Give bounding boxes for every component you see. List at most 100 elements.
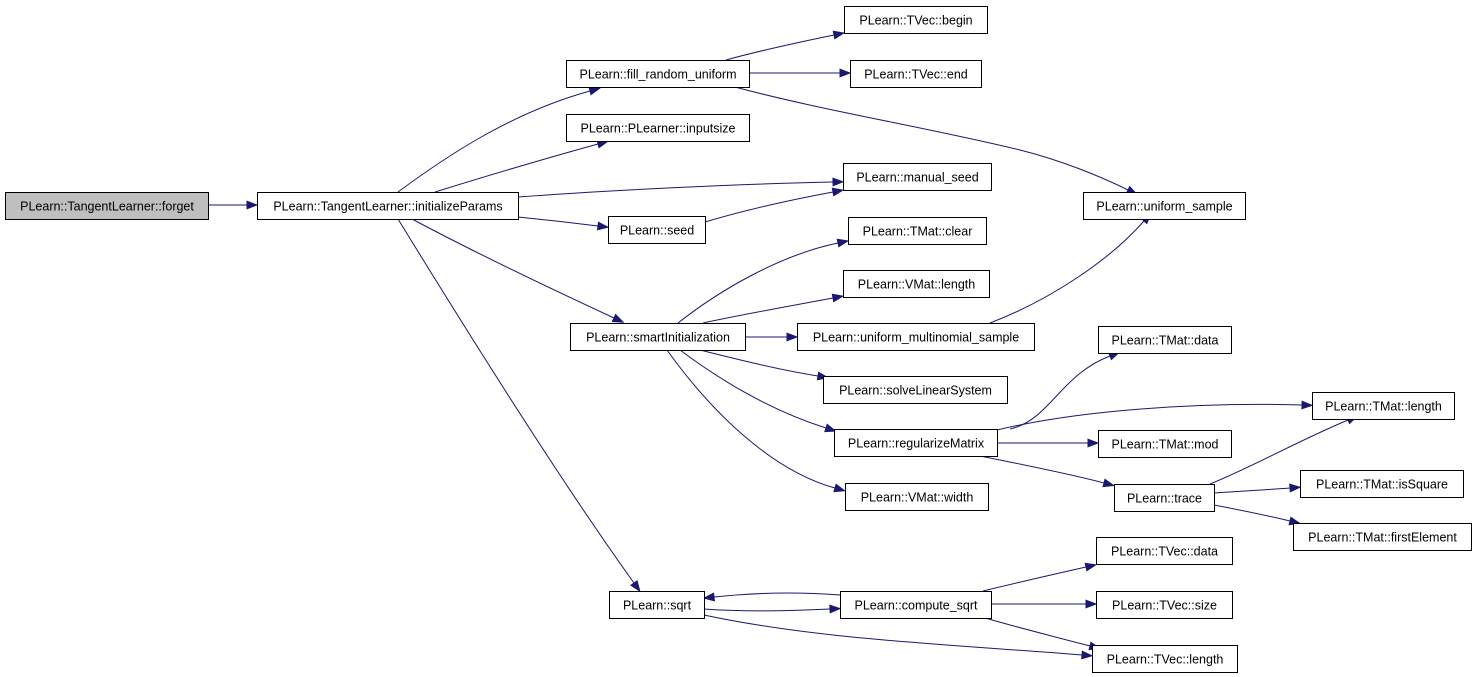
edge-line <box>996 403 1303 431</box>
edge-initializeParams-to-seed <box>517 216 610 231</box>
arrow-head-icon <box>1084 562 1098 572</box>
node-compute_sqrt[interactable]: PLearn::compute_sqrt <box>840 591 992 619</box>
arrow-head-icon <box>831 293 845 303</box>
edge-regularizeMatrix-to-trace <box>979 455 1116 488</box>
node-box <box>843 163 992 191</box>
edge-line <box>713 592 841 598</box>
edge-line <box>517 216 599 227</box>
edge-compute_sqrt-to-sqrt <box>702 592 841 602</box>
node-inputsize[interactable]: PLearn::PLearner::inputsize <box>566 114 750 142</box>
node-tmat_mod[interactable]: PLearn::TMat::mod <box>1098 430 1232 458</box>
node-tvec_end[interactable]: PLearn::TVec::end <box>850 60 982 88</box>
edge-initializeParams-to-smartInitialization <box>411 218 625 323</box>
node-initializeParams[interactable]: PLearn::TangentLearner::initializeParams <box>257 192 519 220</box>
arrow-head-icon <box>786 332 799 342</box>
node-uniform_sample[interactable]: PLearn::uniform_sample <box>1083 192 1246 220</box>
edge-smartInitialization-to-vmat_length <box>702 293 845 324</box>
node-label: PLearn::TMat::clear <box>863 225 973 239</box>
edge-line <box>984 617 1091 647</box>
edge-line <box>679 349 827 429</box>
node-label: PLearn::TMat::length <box>1325 400 1442 414</box>
node-seed[interactable]: PLearn::seed <box>608 216 706 244</box>
node-label: PLearn::fill_random_uniform <box>579 68 736 82</box>
edge-trace-to-tmat_isSquare <box>1213 483 1302 494</box>
node-box <box>1096 537 1233 565</box>
node-manual_seed[interactable]: PLearn::manual_seed <box>843 163 992 191</box>
node-label: PLearn::TVec::data <box>1111 545 1218 559</box>
edge-compute_sqrt-to-tvec_length <box>984 617 1102 651</box>
node-label: PLearn::sqrt <box>623 599 692 613</box>
node-box <box>570 323 746 351</box>
arrow-head-icon <box>833 483 846 493</box>
edge-line <box>397 218 635 584</box>
node-label: PLearn::solveLinearSystem <box>839 384 992 398</box>
arrow-head-icon <box>630 579 641 593</box>
node-tvec_begin[interactable]: PLearn::TVec::begin <box>844 6 988 34</box>
node-box <box>1300 470 1464 498</box>
edge-line <box>411 218 615 319</box>
node-tvec_length[interactable]: PLearn::TVec::length <box>1092 645 1238 673</box>
node-solveLinearSystem[interactable]: PLearn::solveLinearSystem <box>823 376 1008 404</box>
arrow-head-icon <box>824 423 837 433</box>
edge-smartInitialization-to-uniform_multinomial_sample <box>745 332 799 342</box>
arrow-head-icon <box>839 68 852 78</box>
node-uniform_multinomial_sample[interactable]: PLearn::uniform_multinomial_sample <box>797 323 1035 351</box>
arrow-head-icon <box>1085 599 1098 609</box>
edge-compute_sqrt-to-tvec_data <box>982 562 1098 592</box>
node-box <box>834 429 998 457</box>
edge-sqrt-to-compute_sqrt <box>703 604 842 614</box>
edge-line <box>982 566 1087 592</box>
edge-line <box>734 86 1129 191</box>
node-label: PLearn::PLearner::inputsize <box>581 122 736 136</box>
edge-forget-to-initializeParams <box>208 200 259 210</box>
node-label: PLearn::uniform_multinomial_sample <box>813 331 1019 345</box>
edge-line <box>704 191 834 223</box>
arrow-head-icon <box>1301 400 1314 410</box>
node-label: PLearn::trace <box>1127 492 1202 506</box>
node-label: PLearn::smartInitialization <box>586 331 730 345</box>
node-tmat_clear[interactable]: PLearn::TMat::clear <box>848 217 987 245</box>
node-label: PLearn::TangentLearner::forget <box>20 200 194 214</box>
node-box <box>5 192 209 220</box>
node-box <box>1098 326 1232 354</box>
arrow-head-icon <box>1289 483 1302 493</box>
node-tvec_size[interactable]: PLearn::TVec::size <box>1096 591 1233 619</box>
edge-line <box>699 349 819 377</box>
node-box <box>566 60 750 88</box>
node-box <box>1114 484 1215 512</box>
edge-line <box>725 34 835 61</box>
node-regularizeMatrix[interactable]: PLearn::regularizeMatrix <box>834 429 998 457</box>
edge-line <box>703 608 831 612</box>
node-sqrt[interactable]: PLearn::sqrt <box>609 591 705 619</box>
arrow-head-icon <box>1102 478 1116 488</box>
edge-fill_random_uniform-to-tvec_begin <box>725 30 846 61</box>
node-vmat_width[interactable]: PLearn::VMat::width <box>845 483 989 511</box>
node-box <box>608 216 706 244</box>
node-tmat_firstElement[interactable]: PLearn::TMat::firstElement <box>1293 523 1472 551</box>
node-smartInitialization[interactable]: PLearn::smartInitialization <box>570 323 746 351</box>
node-box <box>844 6 988 34</box>
node-tmat_length[interactable]: PLearn::TMat::length <box>1312 392 1455 420</box>
node-forget[interactable]: PLearn::TangentLearner::forget <box>5 192 209 220</box>
edge-line <box>1213 504 1291 522</box>
node-tmat_isSquare[interactable]: PLearn::TMat::isSquare <box>1300 470 1464 498</box>
node-label: PLearn::TMat::data <box>1111 334 1218 348</box>
edge-smartInitialization-to-vmat_width <box>666 349 846 493</box>
node-box <box>850 60 982 88</box>
node-box <box>845 483 989 511</box>
node-fill_random_uniform[interactable]: PLearn::fill_random_uniform <box>566 60 750 88</box>
node-trace[interactable]: PLearn::trace <box>1114 484 1215 512</box>
edge-line <box>989 220 1145 324</box>
edge-line <box>702 297 834 324</box>
edge-line <box>677 242 839 324</box>
node-tmat_data[interactable]: PLearn::TMat::data <box>1098 326 1232 354</box>
edge-smartInitialization-to-solveLinearSystem <box>699 349 830 381</box>
node-vmat_length[interactable]: PLearn::VMat::length <box>843 270 990 298</box>
edge-line <box>397 90 591 193</box>
edge-initializeParams-to-manual_seed <box>517 177 845 198</box>
edge-initializeParams-to-sqrt <box>397 218 641 593</box>
arrow-head-icon <box>596 221 610 231</box>
node-label: PLearn::seed <box>620 224 694 238</box>
node-tvec_data[interactable]: PLearn::TVec::data <box>1096 537 1233 565</box>
